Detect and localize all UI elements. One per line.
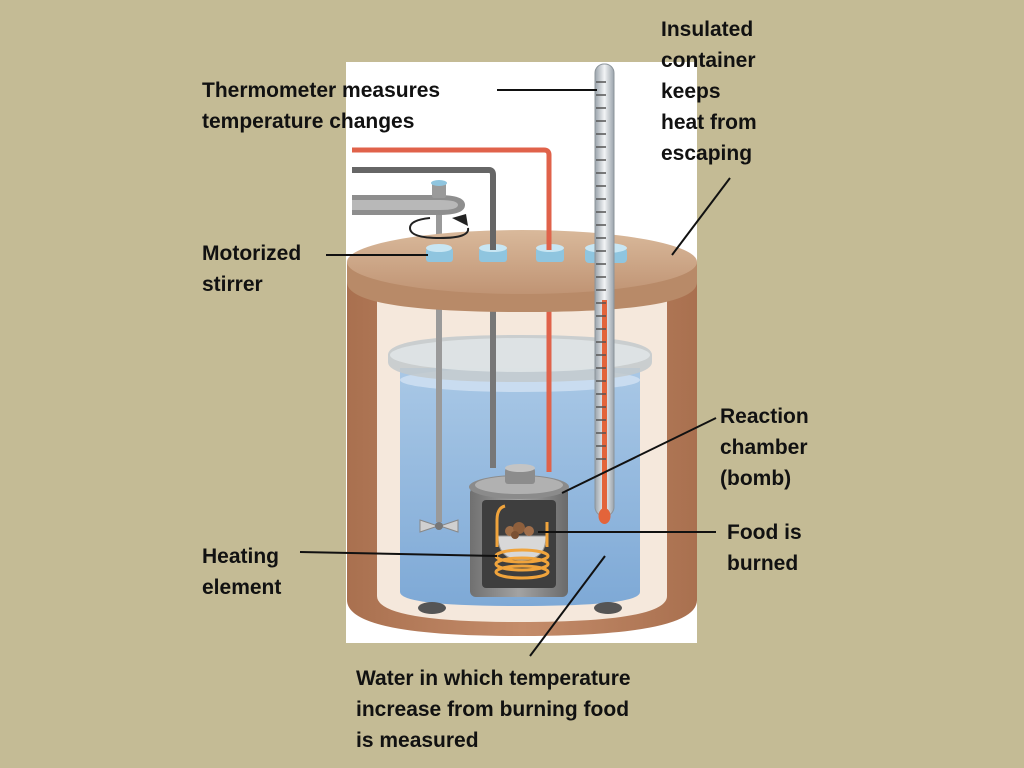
insulated-container-leader-line — [671, 177, 731, 256]
food-cup — [497, 522, 547, 561]
reaction-chamber-label: Reaction chamber (bomb) — [720, 405, 809, 490]
heating-element-coil — [494, 504, 550, 580]
insulated-container-label: Insulated container keeps heat from esca… — [661, 18, 757, 165]
heating-element-leader-line — [299, 551, 498, 557]
heating-element-label: Heating element — [202, 545, 282, 599]
motorized-stirrer-label: Motorized stirrer — [202, 242, 302, 296]
stirrer-shaft — [419, 192, 459, 533]
reaction-chamber-leader-line — [561, 417, 717, 494]
water-label: Water in which temperature increase from… — [356, 667, 631, 752]
food-burned-label: Food is burned — [727, 521, 802, 575]
stirrer-motor-pulley — [352, 180, 470, 240]
thermometer — [594, 63, 615, 524]
leader-lines — [299, 89, 731, 657]
insulated-lid — [347, 230, 697, 312]
water-leader-line — [529, 555, 606, 657]
thermometer-label: Thermometer measures temperature changes — [202, 79, 441, 133]
rotation-arrow-icon — [408, 217, 470, 240]
external-wires — [352, 147, 552, 250]
